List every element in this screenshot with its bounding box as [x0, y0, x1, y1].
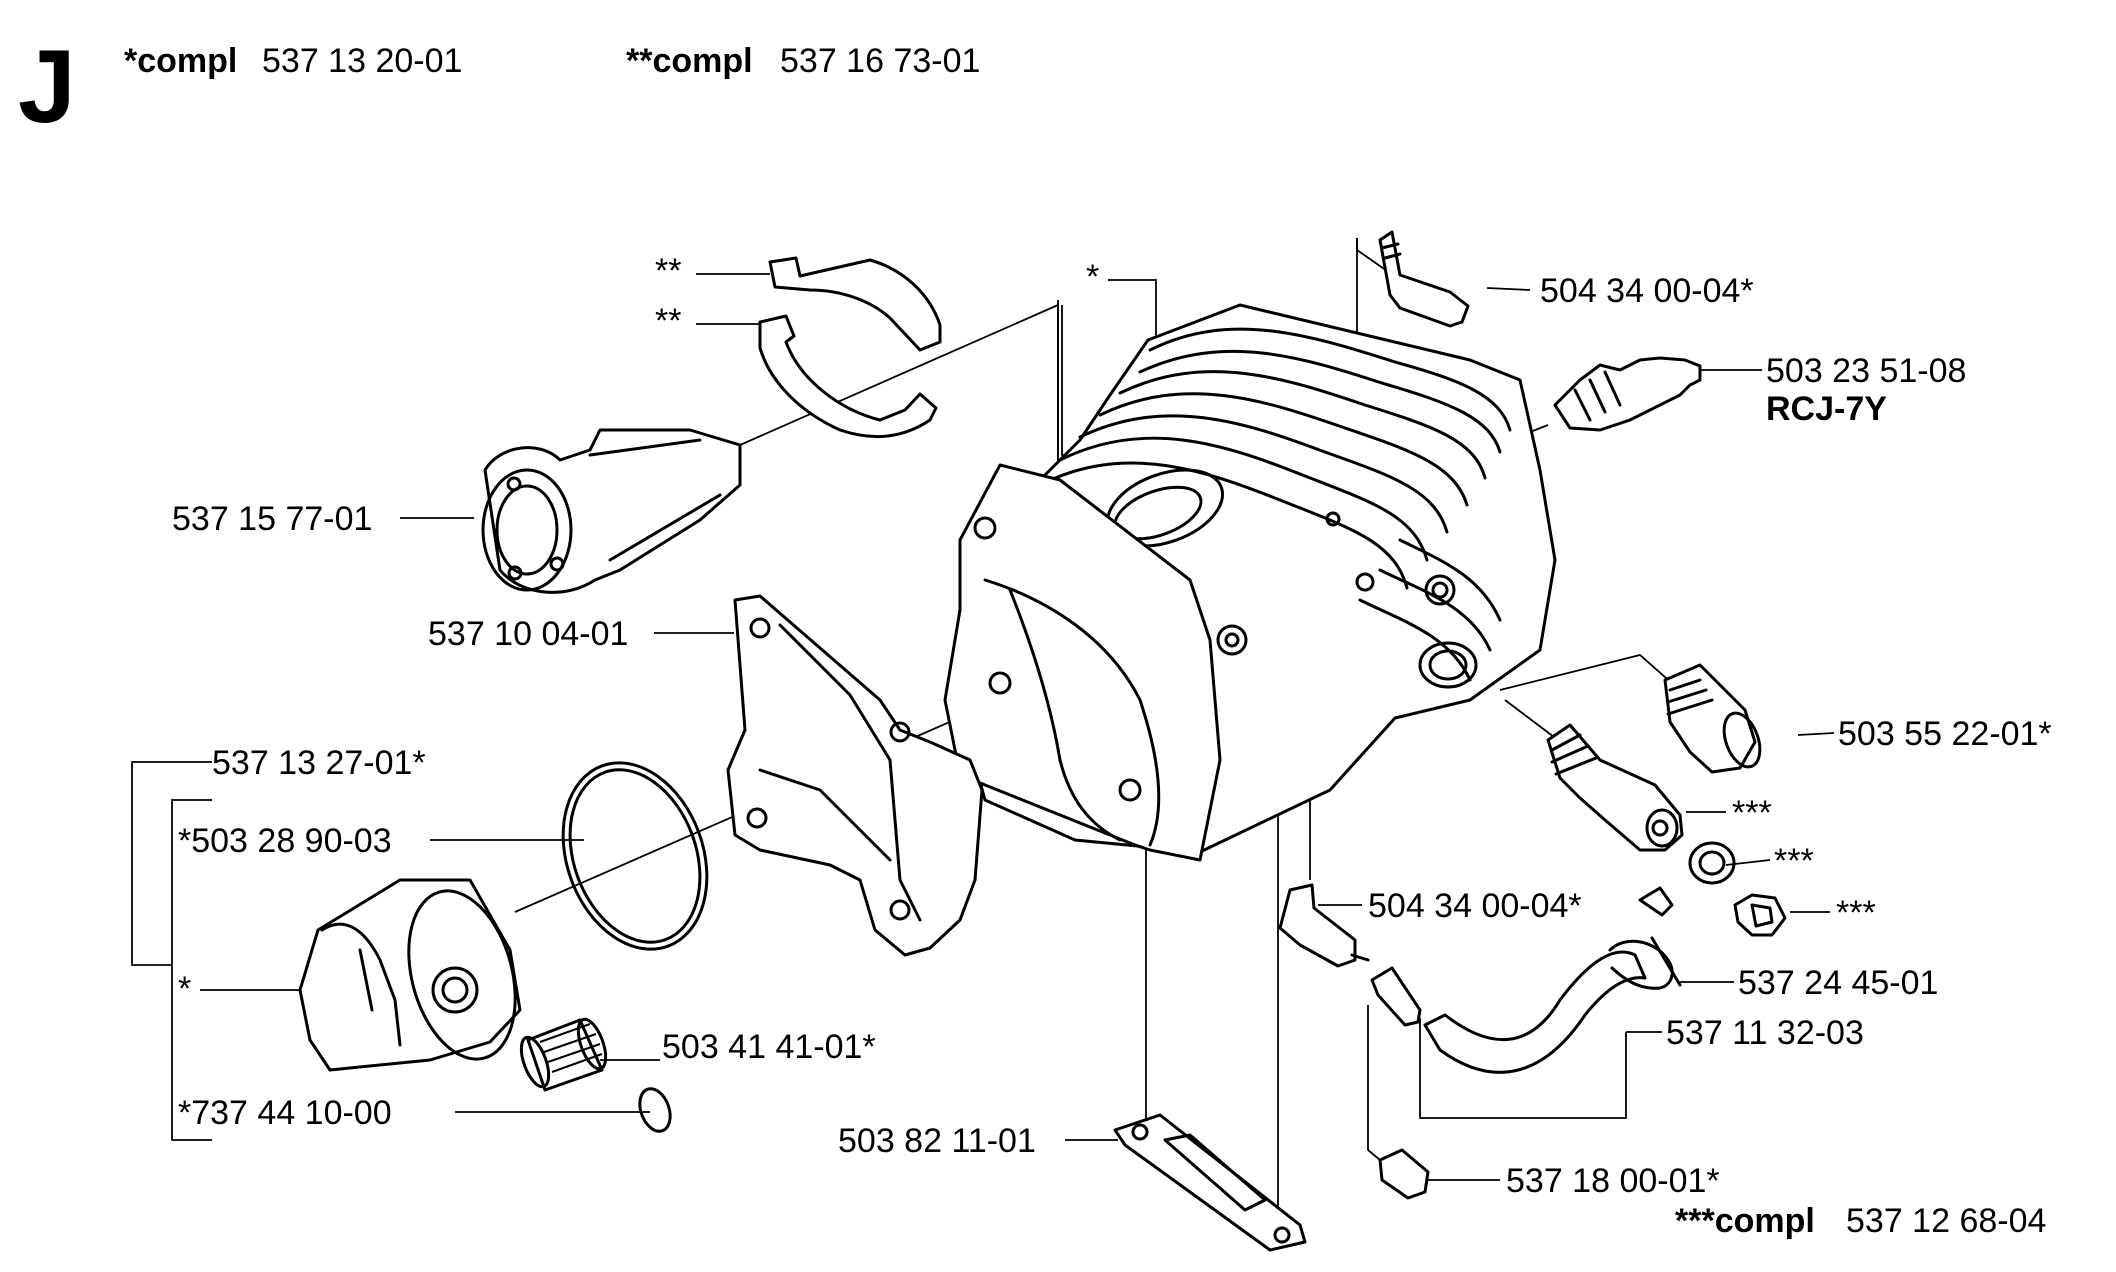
label-valve-c: *** — [1836, 894, 1876, 932]
label-hose-clamp: 537 24 45-01 — [1738, 964, 1938, 1002]
kit-3-number: 537 12 68-04 — [1846, 1202, 2046, 1240]
label-spark-plug-type: RCJ-7Y — [1766, 390, 1887, 428]
part-labels: ** ** * 537 15 77-01 537 10 04-01 537 13… — [172, 252, 2052, 1200]
inlet-pipe-illustration — [481, 428, 742, 594]
label-circlip: *737 44 10-00 — [178, 1094, 392, 1132]
kit-1-number: 537 13 20-01 — [262, 42, 462, 80]
label-needle-bearing: 503 41 41-01* — [662, 1028, 876, 1066]
label-cylinder-gasket: 503 82 11-01 — [838, 1122, 1036, 1160]
label-valve-a: *** — [1732, 794, 1772, 832]
label-plug: 537 18 00-01* — [1506, 1162, 1720, 1200]
kit-2-number: 537 16 73-01 — [780, 42, 980, 80]
section-letter: J — [18, 29, 76, 145]
label-piston-ring: *503 28 90-03 — [178, 822, 392, 860]
kit-3-prefix: ***compl — [1675, 1202, 1815, 1240]
label-gasket-intake: 537 10 04-01 — [428, 615, 628, 653]
clip-illustrations — [758, 256, 942, 439]
label-piston: * — [178, 970, 191, 1008]
needle-bearing-illustration — [519, 1017, 608, 1092]
piston-illustration — [298, 878, 522, 1072]
kit-1-prefix: *compl — [124, 42, 237, 80]
label-valve-b: *** — [1774, 842, 1814, 880]
label-inlet-pipe: 537 15 77-01 — [172, 500, 372, 538]
label-piston-kit: 537 13 27-01* — [212, 744, 426, 782]
label-plug-screw: 503 55 22-01* — [1838, 715, 2052, 753]
hose-illustration — [1370, 886, 1682, 1074]
plug-illustration — [1378, 1148, 1430, 1200]
label-hose: 537 11 32-03 — [1666, 1014, 1864, 1052]
label-nipple-top: 504 34 00-04* — [1540, 272, 1754, 310]
label-spark-plug: 503 23 51-08 — [1766, 352, 1966, 390]
top-nipple-illustration — [1378, 230, 1470, 328]
label-clip-lower: ** — [655, 302, 681, 340]
valve-illustration — [1546, 723, 1787, 937]
spark-plug-illustration — [1553, 356, 1702, 432]
label-nipple-bottom: 504 34 00-04* — [1368, 887, 1582, 925]
label-cylinder: * — [1086, 258, 1099, 296]
plug-screw-illustration — [1663, 663, 1762, 774]
bottom-nipple-illustration — [1278, 883, 1370, 968]
circlip-illustration — [638, 1087, 672, 1133]
label-clip-upper: ** — [655, 252, 681, 290]
cylinder-illustration — [943, 303, 1557, 862]
cylinder-gasket-illustration — [1113, 1113, 1307, 1252]
piston-ring-illustration — [561, 761, 709, 951]
intake-gasket-illustration — [726, 594, 984, 957]
kit-2-prefix: **compl — [626, 42, 753, 80]
